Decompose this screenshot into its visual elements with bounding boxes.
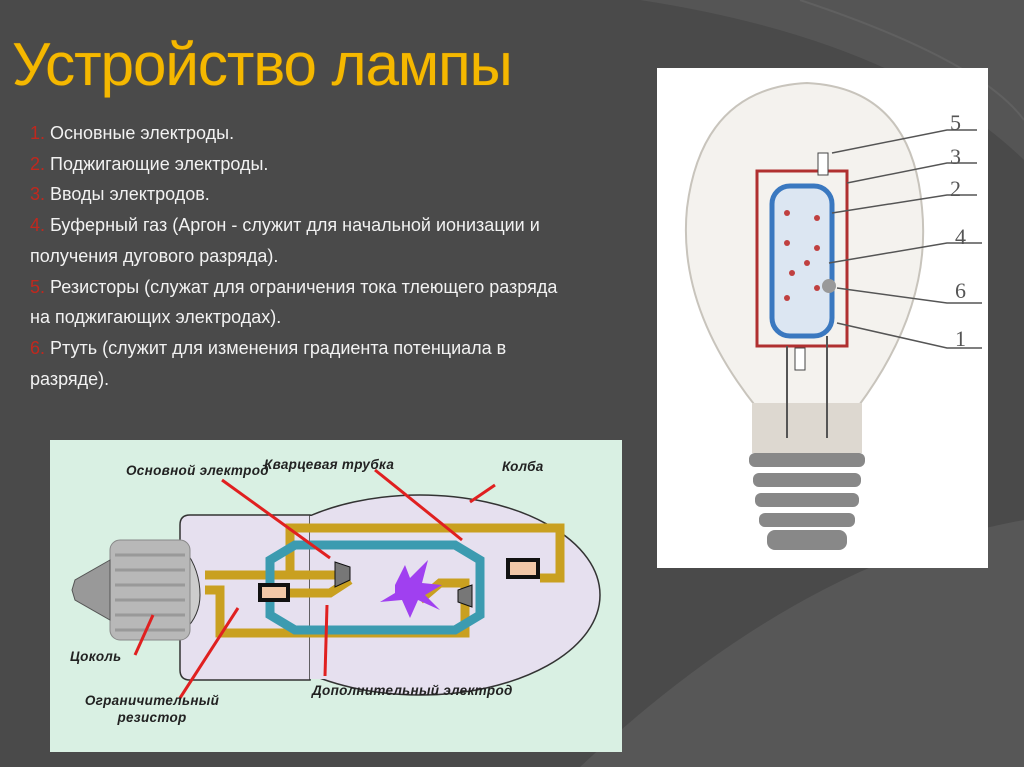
photo-label-6: 6 [955,278,966,303]
list-item: 6. Ртуть (служит для изменения градиента… [30,337,507,389]
label-main-electrode: Основной электрод [126,463,269,478]
label-extra-electrode: Дополнительный электрод [312,683,513,698]
label-bulb: Колба [502,459,544,474]
lamp-photo: 5 3 2 4 6 1 [657,68,988,568]
label-quartz-tube: Кварцевая трубка [264,457,395,472]
photo-label-2: 2 [950,176,961,201]
lamp-photo-drawing [684,81,982,550]
photo-label-5: 5 [950,110,961,135]
lamp-diagram-drawing [71,468,601,699]
list-item: 1. Основные электроды. [30,123,235,143]
photo-label-4: 4 [955,224,966,249]
list-item: 4. Буферный газ (Аргон - служит для нача… [30,215,540,266]
label-base: Цоколь [70,649,122,664]
photo-label-3: 3 [950,144,961,169]
list-item: 3. Вводы электродов. [30,184,210,205]
list-item: 5. Резисторы (служат для ограничения ток… [30,276,558,328]
label-resistor: Ограничительный резистор [84,693,220,725]
list-item: 2. Поджигающие электроды. [30,153,269,174]
component-list: 1. Основные электроды. 2. Поджигающие эл… [30,118,570,394]
photo-label-1: 1 [955,326,966,351]
lamp-diagram: Основной электрод Кварцевая трубка Колба… [50,440,622,752]
slide-title: Устройство лампы [12,31,513,98]
